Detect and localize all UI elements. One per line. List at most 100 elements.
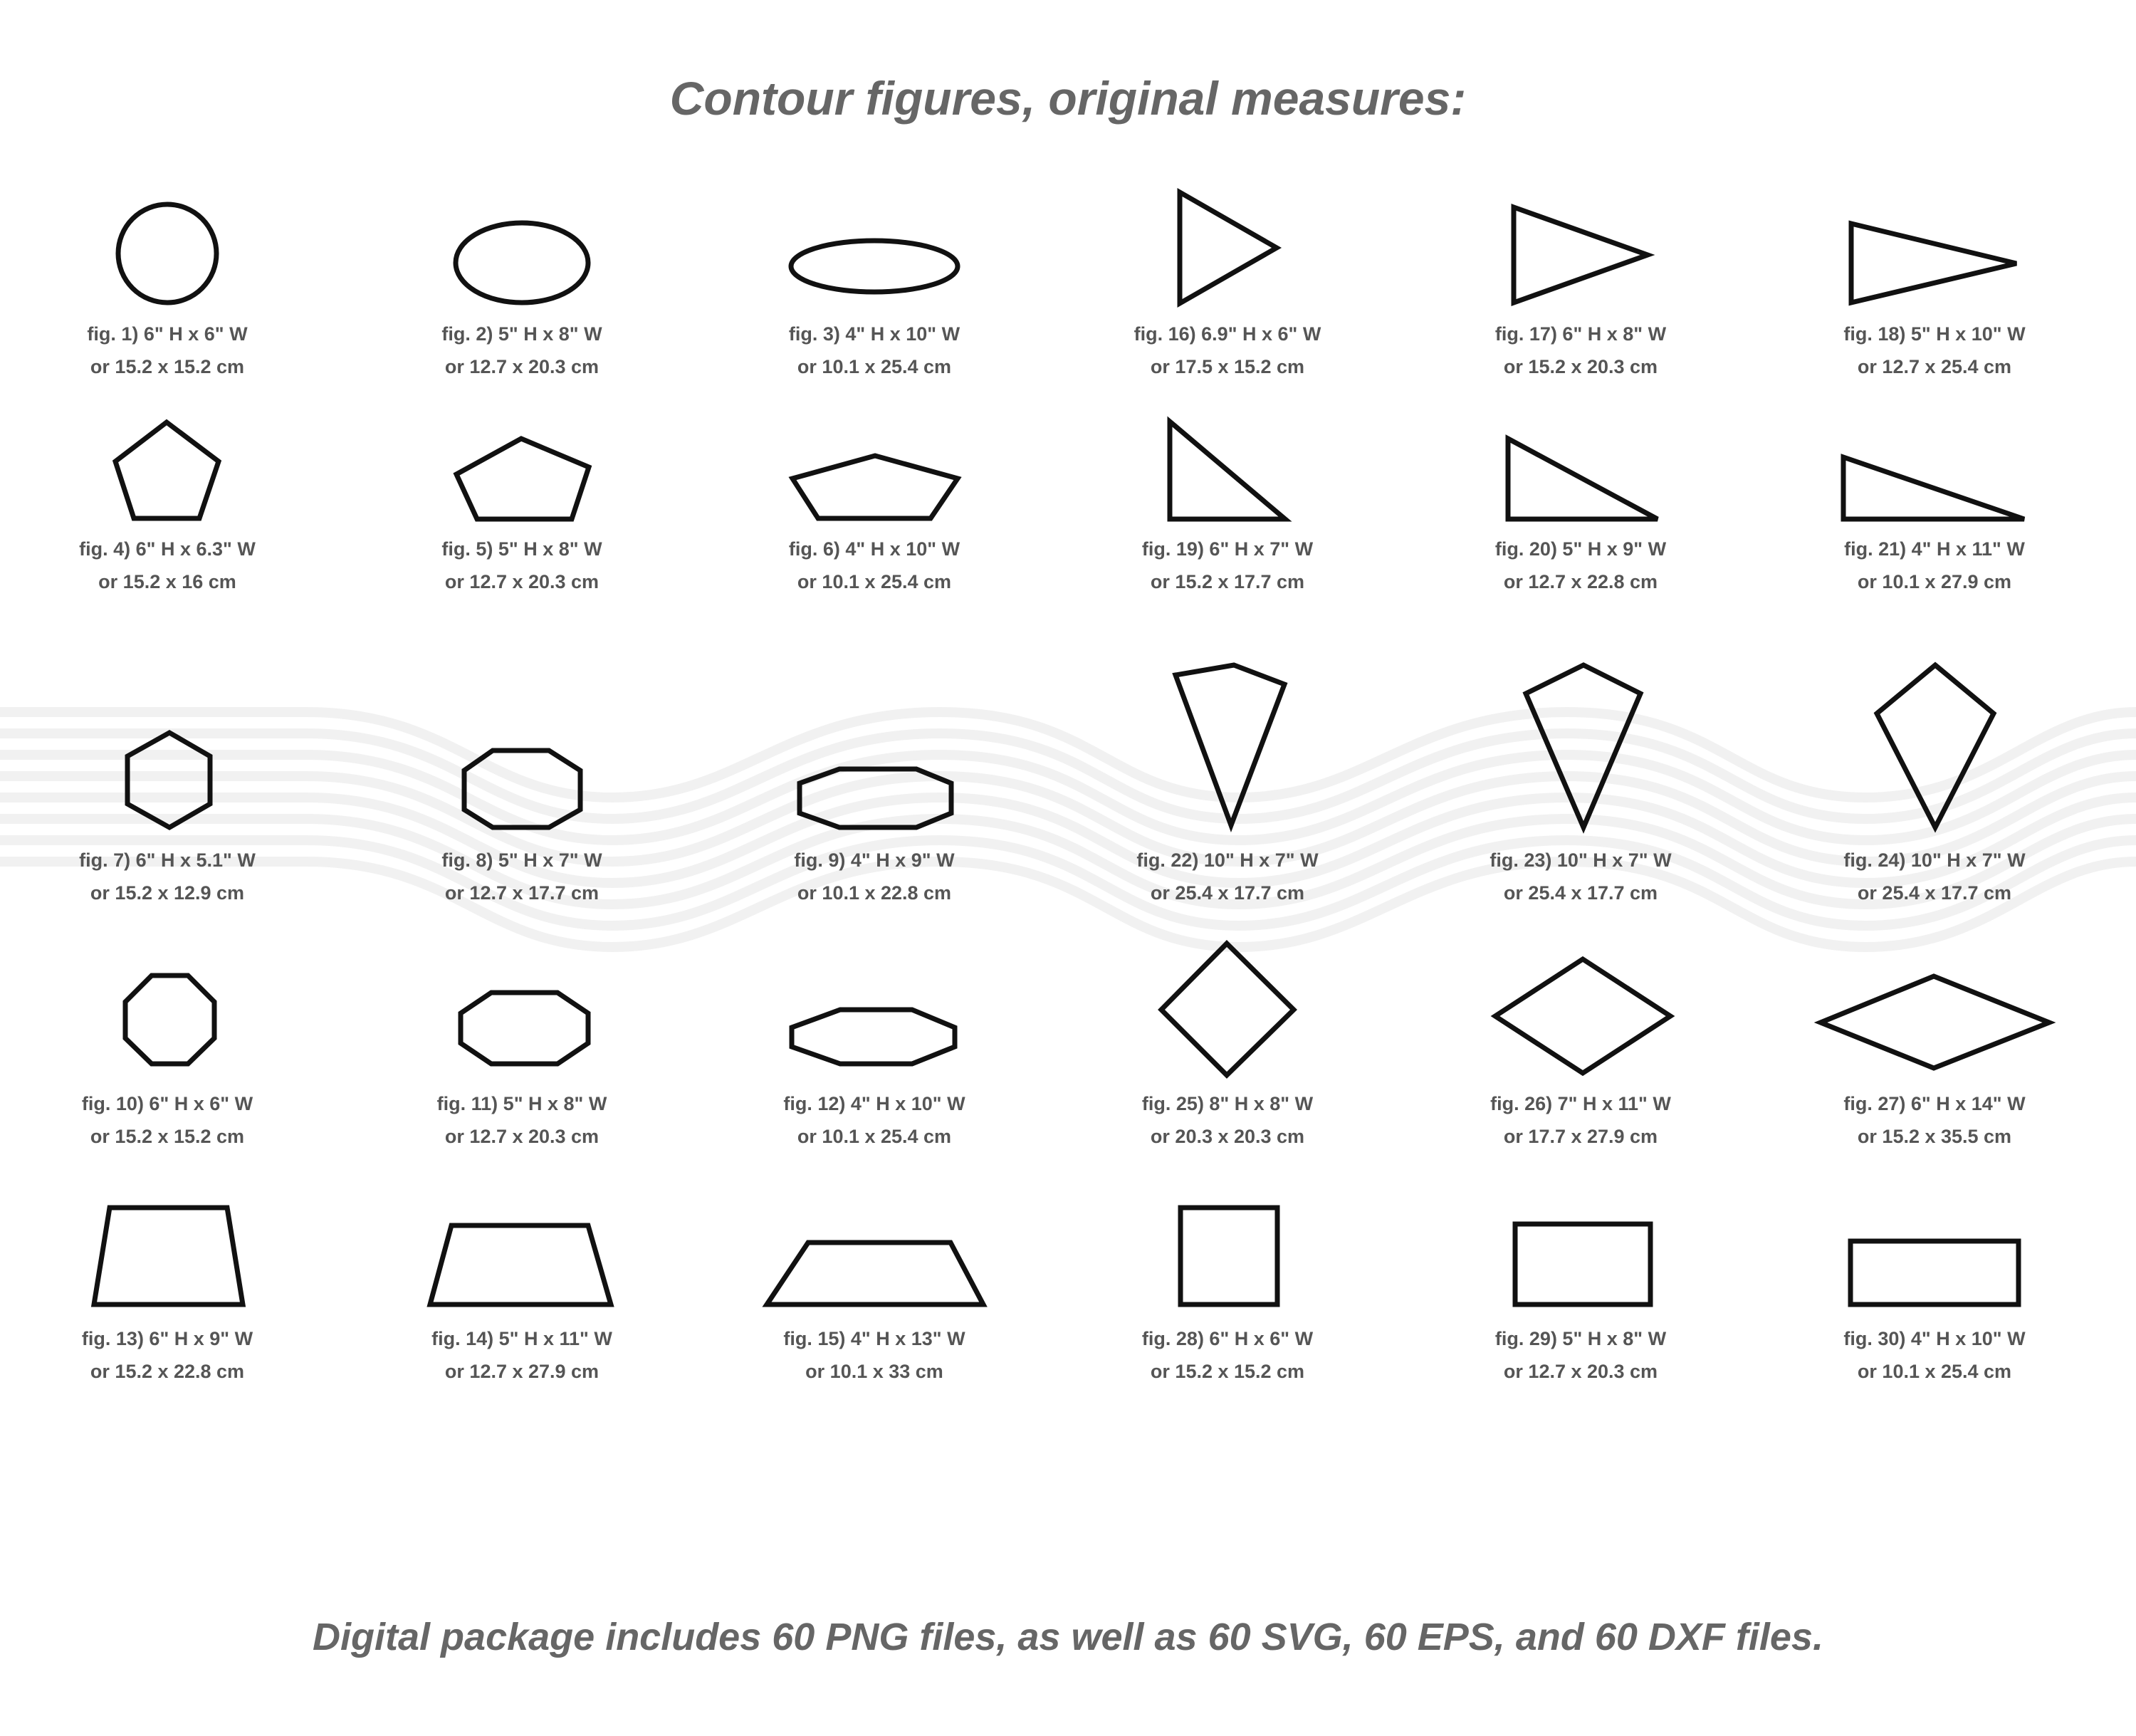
figure-size-inches: fig. 15) 4" H x 13" W xyxy=(783,1328,965,1349)
figure-size-cm: or 17.7 x 27.9 cm xyxy=(1503,1126,1658,1147)
figure-size-inches: fig. 28) 6" H x 6" W xyxy=(1141,1328,1314,1349)
figure-21-right-triangle xyxy=(1841,454,2026,522)
figure-caption: fig. 2) 5" H x 8" W or 12.7 x 20.3 cm xyxy=(379,318,664,383)
figure-size-cm: or 12.7 x 25.4 cm xyxy=(1857,356,2012,377)
figure-size-cm: or 15.2 x 20.3 cm xyxy=(1503,356,1658,377)
figure-4-pentagon xyxy=(112,419,222,521)
figure-5-pentagon xyxy=(453,436,592,522)
figure-caption: fig. 1) 6" H x 6" W or 15.2 x 15.2 cm xyxy=(25,318,310,383)
figure-size-cm: or 15.2 x 15.2 cm xyxy=(1150,1361,1305,1382)
figure-size-inches: fig. 19) 6" H x 7" W xyxy=(1141,538,1314,560)
figure-caption: fig. 30) 4" H x 10" W or 10.1 x 25.4 cm xyxy=(1792,1322,2077,1388)
figure-caption: fig. 7) 6" H x 5.1" W or 15.2 x 12.9 cm xyxy=(25,844,310,909)
figure-size-cm: or 15.2 x 15.2 cm xyxy=(90,1126,245,1147)
figure-size-inches: fig. 24) 10" H x 7" W xyxy=(1843,849,2026,871)
figure-size-cm: or 10.1 x 22.8 cm xyxy=(797,882,952,904)
figure-caption: fig. 15) 4" H x 13" W or 10.1 x 33 cm xyxy=(732,1322,1017,1388)
figure-size-inches: fig. 25) 8" H x 8" W xyxy=(1141,1093,1314,1114)
figure-size-inches: fig. 9) 4" H x 9" W xyxy=(794,849,955,871)
figure-18-triangle xyxy=(1848,220,2017,306)
figure-caption: fig. 22) 10" H x 7" W or 25.4 x 17.7 cm xyxy=(1085,844,1370,909)
figure-size-inches: fig. 8) 5" H x 7" W xyxy=(441,849,602,871)
figure-22-kite xyxy=(1172,662,1288,832)
figure-caption: fig. 27) 6" H x 14" W or 15.2 x 35.5 cm xyxy=(1792,1087,2077,1153)
figure-caption: fig. 21) 4" H x 11" W or 10.1 x 27.9 cm xyxy=(1792,533,2077,598)
figure-caption: fig. 14) 5" H x 11" W or 12.7 x 27.9 cm xyxy=(379,1322,664,1388)
figure-size-inches: fig. 27) 6" H x 14" W xyxy=(1843,1093,2026,1114)
figure-25-rhombus xyxy=(1158,940,1297,1079)
figure-caption: fig. 25) 8" H x 8" W or 20.3 x 20.3 cm xyxy=(1085,1087,1370,1153)
figure-caption: fig. 13) 6" H x 9" W or 15.2 x 22.8 cm xyxy=(25,1322,310,1388)
figure-6-pentagon xyxy=(788,453,962,521)
figure-size-inches: fig. 21) 4" H x 11" W xyxy=(1844,538,2025,560)
figure-13-trapezoid xyxy=(90,1205,246,1307)
figure-size-inches: fig. 5) 5" H x 8" W xyxy=(441,538,602,560)
figure-size-inches: fig. 1) 6" H x 6" W xyxy=(87,323,248,345)
figure-caption: fig. 18) 5" H x 10" W or 12.7 x 25.4 cm xyxy=(1792,318,2077,383)
figure-11-octagon xyxy=(458,990,591,1067)
figure-7-hexagon xyxy=(125,729,213,831)
figure-size-inches: fig. 4) 6" H x 6.3" W xyxy=(79,538,256,560)
figure-size-inches: fig. 20) 5" H x 9" W xyxy=(1494,538,1667,560)
page-title: Contour figures, original measures: xyxy=(669,72,1467,125)
figure-size-inches: fig. 22) 10" H x 7" W xyxy=(1136,849,1319,871)
figure-size-cm: or 25.4 x 17.7 cm xyxy=(1503,882,1658,904)
figure-8-hexagon xyxy=(461,748,583,830)
figure-caption: fig. 5) 5" H x 8" W or 12.7 x 20.3 cm xyxy=(379,533,664,598)
figure-size-cm: or 12.7 x 17.7 cm xyxy=(444,882,600,904)
figure-size-inches: fig. 18) 5" H x 10" W xyxy=(1843,323,2026,345)
figure-19-right-triangle xyxy=(1167,416,1292,522)
figure-size-cm: or 12.7 x 20.3 cm xyxy=(1503,1361,1658,1382)
figure-caption: fig. 12) 4" H x 10" W or 10.1 x 25.4 cm xyxy=(732,1087,1017,1153)
figure-size-inches: fig. 2) 5" H x 8" W xyxy=(441,323,602,345)
figure-24-kite xyxy=(1873,662,1997,833)
figure-size-cm: or 15.2 x 22.8 cm xyxy=(90,1361,245,1382)
figure-12-octagon xyxy=(789,1007,958,1067)
figure-size-cm: or 15.2 x 17.7 cm xyxy=(1150,571,1305,592)
figure-30-rectangle xyxy=(1848,1238,2021,1307)
figure-caption: fig. 3) 4" H x 10" W or 10.1 x 25.4 cm xyxy=(732,318,1017,383)
figure-size-cm: or 20.3 x 20.3 cm xyxy=(1150,1126,1305,1147)
figure-size-cm: or 12.7 x 20.3 cm xyxy=(444,1126,600,1147)
figure-size-cm: or 17.5 x 15.2 cm xyxy=(1150,356,1305,377)
figure-size-inches: fig. 30) 4" H x 10" W xyxy=(1843,1328,2026,1349)
figure-size-cm: or 25.4 x 17.7 cm xyxy=(1150,882,1305,904)
figure-caption: fig. 26) 7" H x 11" W or 17.7 x 27.9 cm xyxy=(1438,1087,1723,1153)
figure-size-cm: or 10.1 x 25.4 cm xyxy=(1857,1361,2012,1382)
figure-caption: fig. 4) 6" H x 6.3" W or 15.2 x 16 cm xyxy=(25,533,310,598)
figure-size-cm: or 10.1 x 27.9 cm xyxy=(1857,571,2012,592)
figure-size-cm: or 10.1 x 33 cm xyxy=(805,1361,943,1382)
figure-2-oval xyxy=(453,220,591,305)
figure-caption: fig. 20) 5" H x 9" W or 12.7 x 22.8 cm xyxy=(1438,533,1723,598)
figure-size-cm: or 12.7 x 20.3 cm xyxy=(444,571,600,592)
figure-15-trapezoid xyxy=(762,1240,988,1307)
package-description: Digital package includes 60 PNG files, a… xyxy=(313,1616,1823,1658)
figure-9-hexagon xyxy=(797,766,954,830)
figure-size-inches: fig. 16) 6.9" H x 6" W xyxy=(1134,323,1321,345)
figure-caption: fig. 19) 6" H x 7" W or 15.2 x 17.7 cm xyxy=(1085,533,1370,598)
figure-size-inches: fig. 17) 6" H x 8" W xyxy=(1494,323,1667,345)
figure-29-rectangle xyxy=(1512,1221,1653,1307)
figure-size-cm: or 15.2 x 16 cm xyxy=(98,571,236,592)
figure-caption: fig. 11) 5" H x 8" W or 12.7 x 20.3 cm xyxy=(379,1087,664,1153)
figure-size-cm: or 12.7 x 22.8 cm xyxy=(1503,571,1658,592)
figure-size-inches: fig. 3) 4" H x 10" W xyxy=(788,323,960,345)
figure-size-inches: fig. 26) 7" H x 11" W xyxy=(1490,1093,1671,1114)
figure-size-cm: or 10.1 x 25.4 cm xyxy=(797,356,952,377)
figure-size-inches: fig. 7) 6" H x 5.1" W xyxy=(79,849,256,871)
figure-caption: fig. 28) 6" H x 6" W or 15.2 x 15.2 cm xyxy=(1085,1322,1370,1388)
figure-size-inches: fig. 23) 10" H x 7" W xyxy=(1490,849,1672,871)
figure-17-triangle xyxy=(1511,204,1655,306)
figure-28-square xyxy=(1178,1205,1280,1307)
figure-caption: fig. 29) 5" H x 8" W or 12.7 x 20.3 cm xyxy=(1438,1322,1723,1388)
figure-16-triangle xyxy=(1177,187,1282,308)
figure-27-rhombus xyxy=(1813,973,2056,1071)
figure-26-rhombus xyxy=(1490,956,1675,1077)
figure-14-trapezoid xyxy=(426,1223,614,1307)
figure-size-inches: fig. 11) 5" H x 8" W xyxy=(436,1093,607,1114)
figure-size-inches: fig. 13) 6" H x 9" W xyxy=(81,1328,253,1349)
figure-size-cm: or 15.2 x 12.9 cm xyxy=(90,882,245,904)
figure-caption: fig. 8) 5" H x 7" W or 12.7 x 17.7 cm xyxy=(379,844,664,909)
figure-size-cm: or 15.2 x 35.5 cm xyxy=(1857,1126,2012,1147)
